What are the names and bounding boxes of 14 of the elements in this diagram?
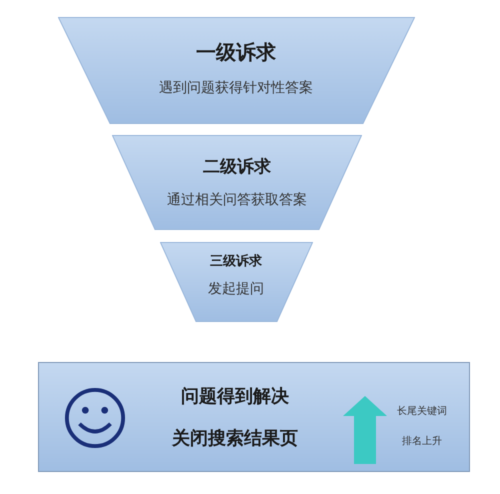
level-description: 遇到问题获得针对性答案 [159, 79, 313, 97]
level-description: 发起提问 [208, 280, 264, 298]
side-note: 排名上升 [402, 434, 442, 448]
result-panel [38, 362, 470, 472]
level-description: 通过相关问答获取答案 [167, 191, 307, 209]
side-note: 长尾关键词 [397, 404, 447, 418]
funnel-trapezoid [58, 17, 415, 124]
funnel-trapezoid [112, 135, 362, 230]
funnel-trapezoid [160, 242, 313, 322]
result-heading: 关闭搜索结果页 [172, 427, 298, 450]
level-heading: 一级诉求 [196, 39, 276, 66]
level-heading: 三级诉求 [210, 253, 262, 270]
level-heading: 二级诉求 [203, 156, 271, 178]
result-heading: 问题得到解决 [181, 385, 289, 408]
